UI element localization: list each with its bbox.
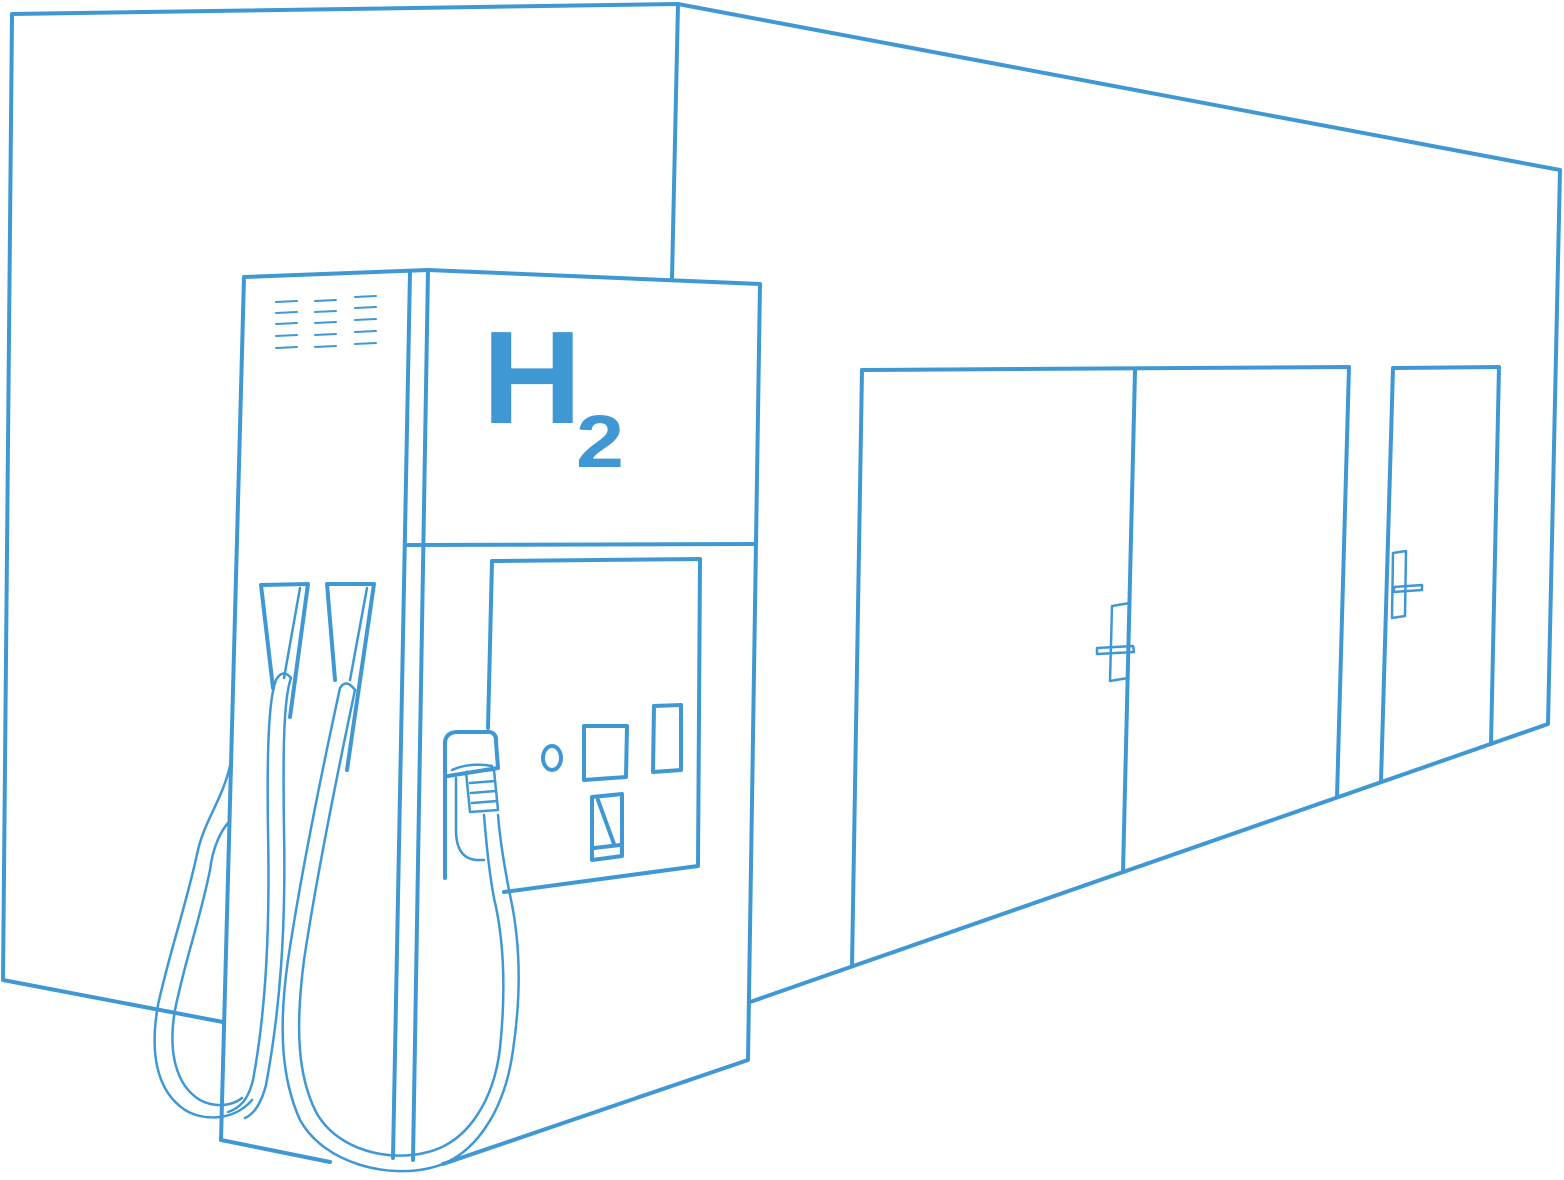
fuel-nozzle-icon xyxy=(450,763,500,862)
double-door-frame xyxy=(850,365,1351,968)
hose-back-outer xyxy=(153,764,254,1119)
h2-sign: H 2 xyxy=(482,304,624,483)
hose-back-inner xyxy=(171,821,244,1107)
h2-label-subscript: 2 xyxy=(576,400,624,483)
hose-right-outer xyxy=(281,686,520,1173)
single-door-frame xyxy=(1379,365,1501,783)
dispenser-corner-edge xyxy=(391,270,412,1160)
control-panel-frame xyxy=(486,557,702,894)
display-screen xyxy=(582,724,629,782)
hose-right-cap xyxy=(338,682,357,692)
building-right-wall xyxy=(676,2,1562,1004)
dispenser-sign-divider xyxy=(406,542,756,547)
nozzle-holster-left xyxy=(259,582,310,719)
double-door-handle-icon xyxy=(1095,601,1136,683)
card-slot-icon xyxy=(590,792,624,862)
nozzle-holster-right xyxy=(325,582,376,772)
station-building xyxy=(1,2,1562,1024)
indicator-light-icon xyxy=(541,744,563,772)
hose-right-inner xyxy=(297,688,505,1157)
fuel-hoses xyxy=(153,672,520,1173)
dispenser-base-edge xyxy=(219,1138,332,1164)
h2-label-element: H xyxy=(482,304,582,451)
vent-grille xyxy=(275,295,377,349)
status-screen xyxy=(651,703,683,774)
hose-left-outer xyxy=(226,678,278,1114)
dispenser-side-panel xyxy=(219,268,430,1162)
dispenser-front-panel xyxy=(426,268,762,1166)
hydrogen-dispenser xyxy=(219,268,762,1166)
building-left-block xyxy=(1,2,680,1024)
hose-left-cap xyxy=(274,672,293,682)
nozzle-holder xyxy=(443,730,500,880)
single-door-handle-icon xyxy=(1390,549,1424,620)
hose-left-inner xyxy=(243,676,293,1120)
